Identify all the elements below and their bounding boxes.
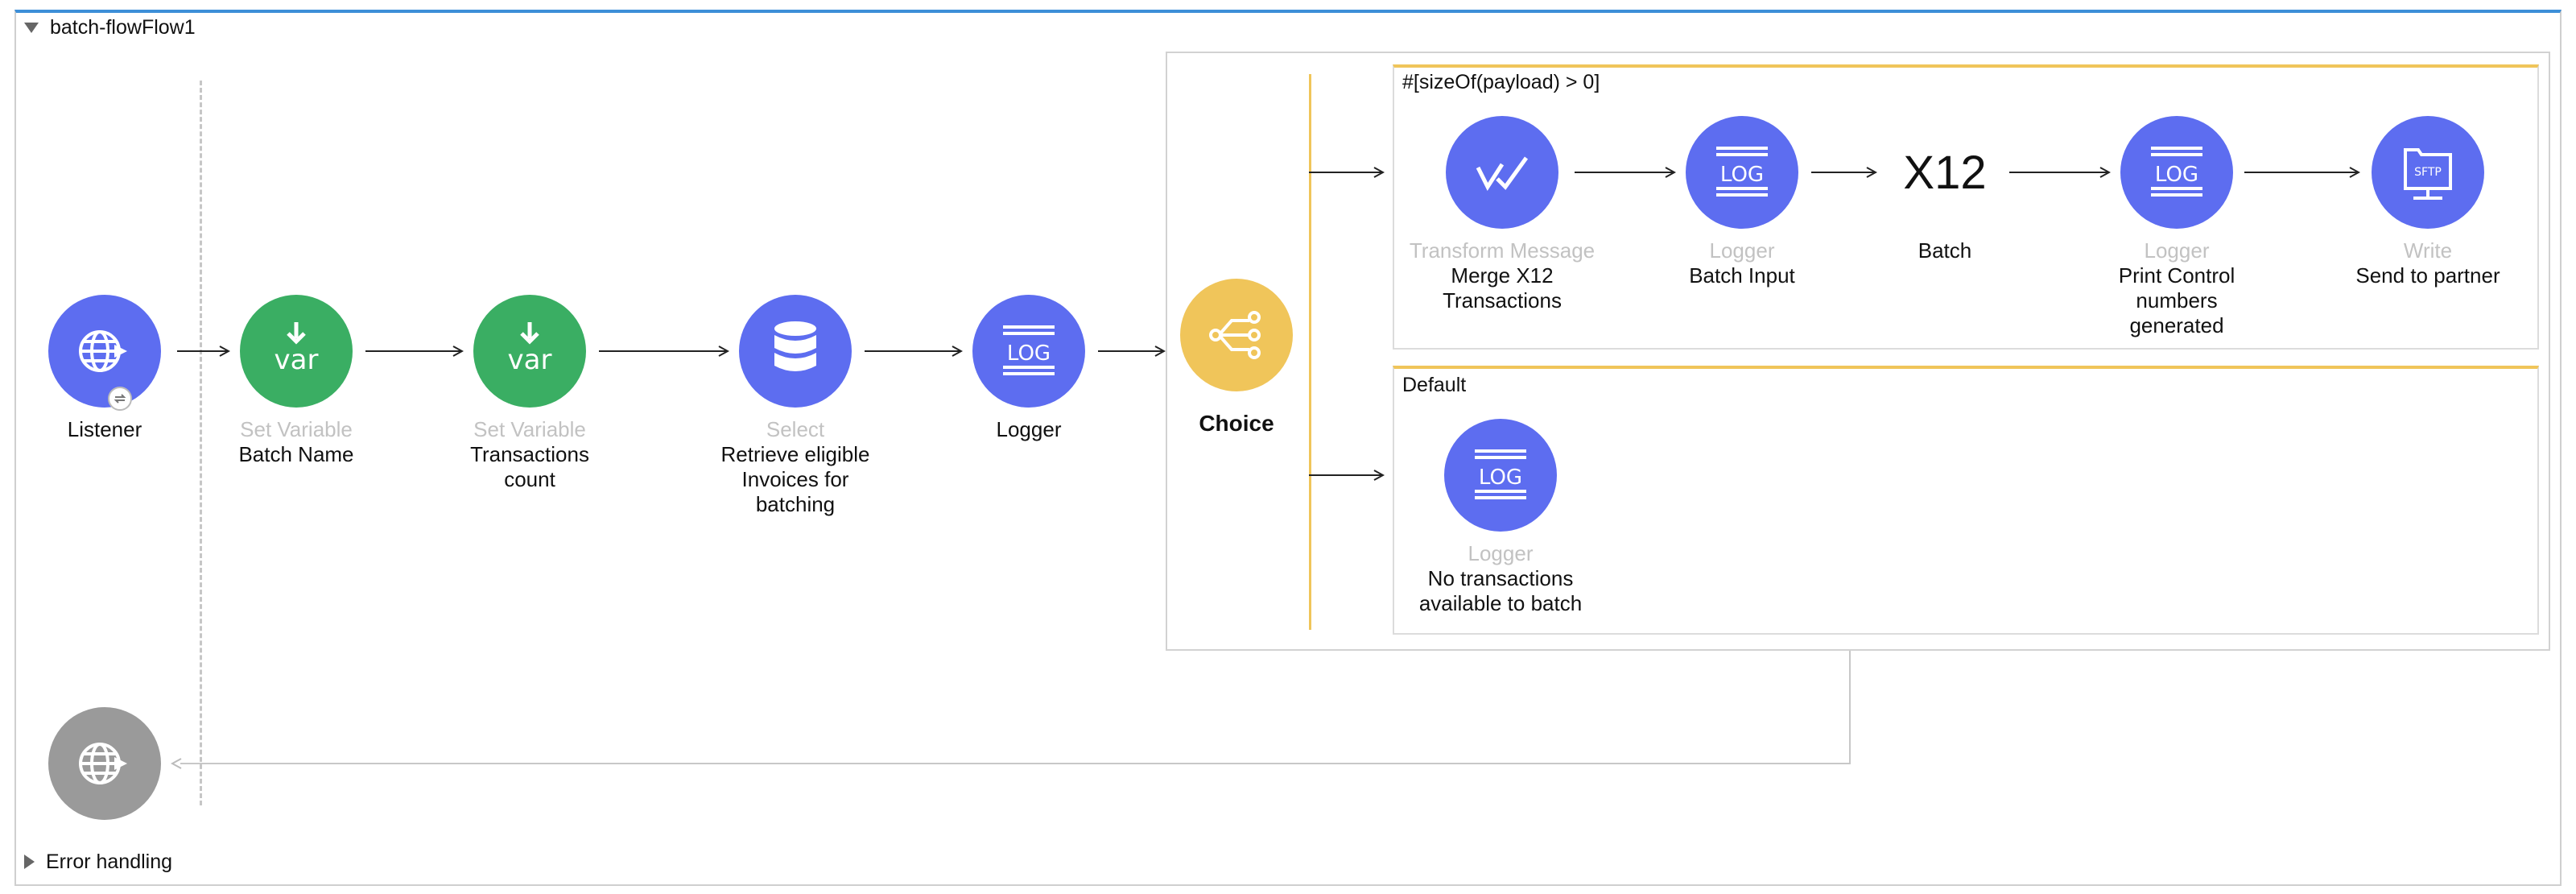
var-icon: var [240, 295, 353, 408]
flow-title: batch-flowFlow1 [50, 15, 196, 39]
var-icon-text: var [508, 344, 552, 376]
flow-header[interactable]: batch-flowFlow1 [24, 14, 196, 40]
listener-node[interactable]: Listener [0, 295, 225, 442]
logger-no-transactions-node[interactable]: LOG Logger No transactions available to … [1380, 419, 1621, 616]
return-line [180, 651, 1851, 764]
node-type: Transform Message [1409, 238, 1596, 263]
node-type: Logger [1468, 541, 1534, 565]
node-label: Batch Input [1689, 263, 1795, 288]
route-default[interactable] [1393, 366, 2539, 635]
node-label: Batch Name [238, 442, 354, 466]
node-label: No transactions available to batch [1418, 566, 1583, 615]
node-label: Retrieve eligible Invoices for batching [720, 442, 870, 516]
var-icon-text: var [275, 344, 319, 376]
route-default-label: Default [1402, 374, 1467, 396]
transform-icon [1446, 116, 1558, 229]
node-type: Write [2403, 238, 2453, 263]
log-icon-text: LOG [2155, 163, 2198, 187]
set-variable-batch-name-node[interactable]: var Set Variable Batch Name [175, 295, 417, 467]
transform-message-node[interactable]: Transform Message Merge X12 Transactions [1381, 116, 1623, 313]
node-type: Set Variable [473, 417, 586, 441]
collapse-triangle-icon[interactable] [24, 22, 39, 33]
node-type: Logger [2144, 238, 2210, 263]
flow-container [14, 10, 2562, 886]
write-sftp-node[interactable]: SFTP Write Send to partner [2307, 116, 2549, 288]
sftp-icon-text: SFTP [2414, 166, 2442, 179]
route-when[interactable] [1393, 64, 2539, 350]
log-icon-text: LOG [1007, 341, 1051, 366]
node-label: Transactions count [470, 442, 589, 491]
log-icon-text: LOG [1720, 163, 1764, 187]
node-label: Batch [1918, 238, 1972, 263]
route-when-expression: #[sizeOf(payload) > 0] [1402, 71, 1600, 93]
logger-print-control-node[interactable]: LOG Logger Print Control numbers generat… [2056, 116, 2297, 338]
logger-node[interactable]: LOG Logger [908, 295, 1150, 442]
database-icon [739, 295, 852, 408]
set-variable-transactions-count-node[interactable]: var Set Variable Transactions count [409, 295, 650, 492]
log-icon-text: LOG [1479, 466, 1522, 490]
node-label: Print Control numbers generated [2118, 263, 2235, 337]
source-divider [200, 81, 202, 805]
log-icon: LOG [1686, 116, 1798, 229]
error-handling-header[interactable]: Error handling [24, 849, 172, 875]
batch-node[interactable]: X12 Batch [1824, 116, 2066, 263]
node-type: Set Variable [240, 417, 353, 441]
globe-icon [48, 295, 161, 411]
choice-node[interactable]: Choice [1116, 279, 1357, 437]
error-handling-label: Error handling [46, 850, 173, 873]
var-icon: var [473, 295, 586, 408]
choice-branch-bar [1309, 74, 1311, 630]
choice-icon [1180, 279, 1293, 391]
expand-triangle-icon[interactable] [24, 855, 35, 869]
log-icon: LOG [972, 295, 1085, 408]
node-label: Send to partner [2355, 263, 2500, 288]
select-node[interactable]: Select Retrieve eligible Invoices for ba… [675, 295, 916, 517]
node-type: Select [766, 417, 825, 441]
x12-glyph: X12 [1903, 146, 1987, 199]
log-icon: LOG [2120, 116, 2233, 229]
globe-icon [48, 707, 161, 820]
choice-scope [1166, 52, 2550, 651]
node-label: Listener [67, 417, 142, 441]
sftp-icon: SFTP [2372, 116, 2484, 229]
node-type: Logger [1709, 238, 1775, 263]
sync-badge-icon [108, 387, 132, 411]
logger-batch-input-node[interactable]: LOG Logger Batch Input [1621, 116, 1863, 288]
node-label: Choice [1199, 411, 1274, 436]
node-label: Merge X12 Transactions [1443, 263, 1562, 312]
response-node[interactable] [0, 707, 225, 820]
node-label: Logger [996, 417, 1062, 441]
log-icon: LOG [1444, 419, 1557, 532]
